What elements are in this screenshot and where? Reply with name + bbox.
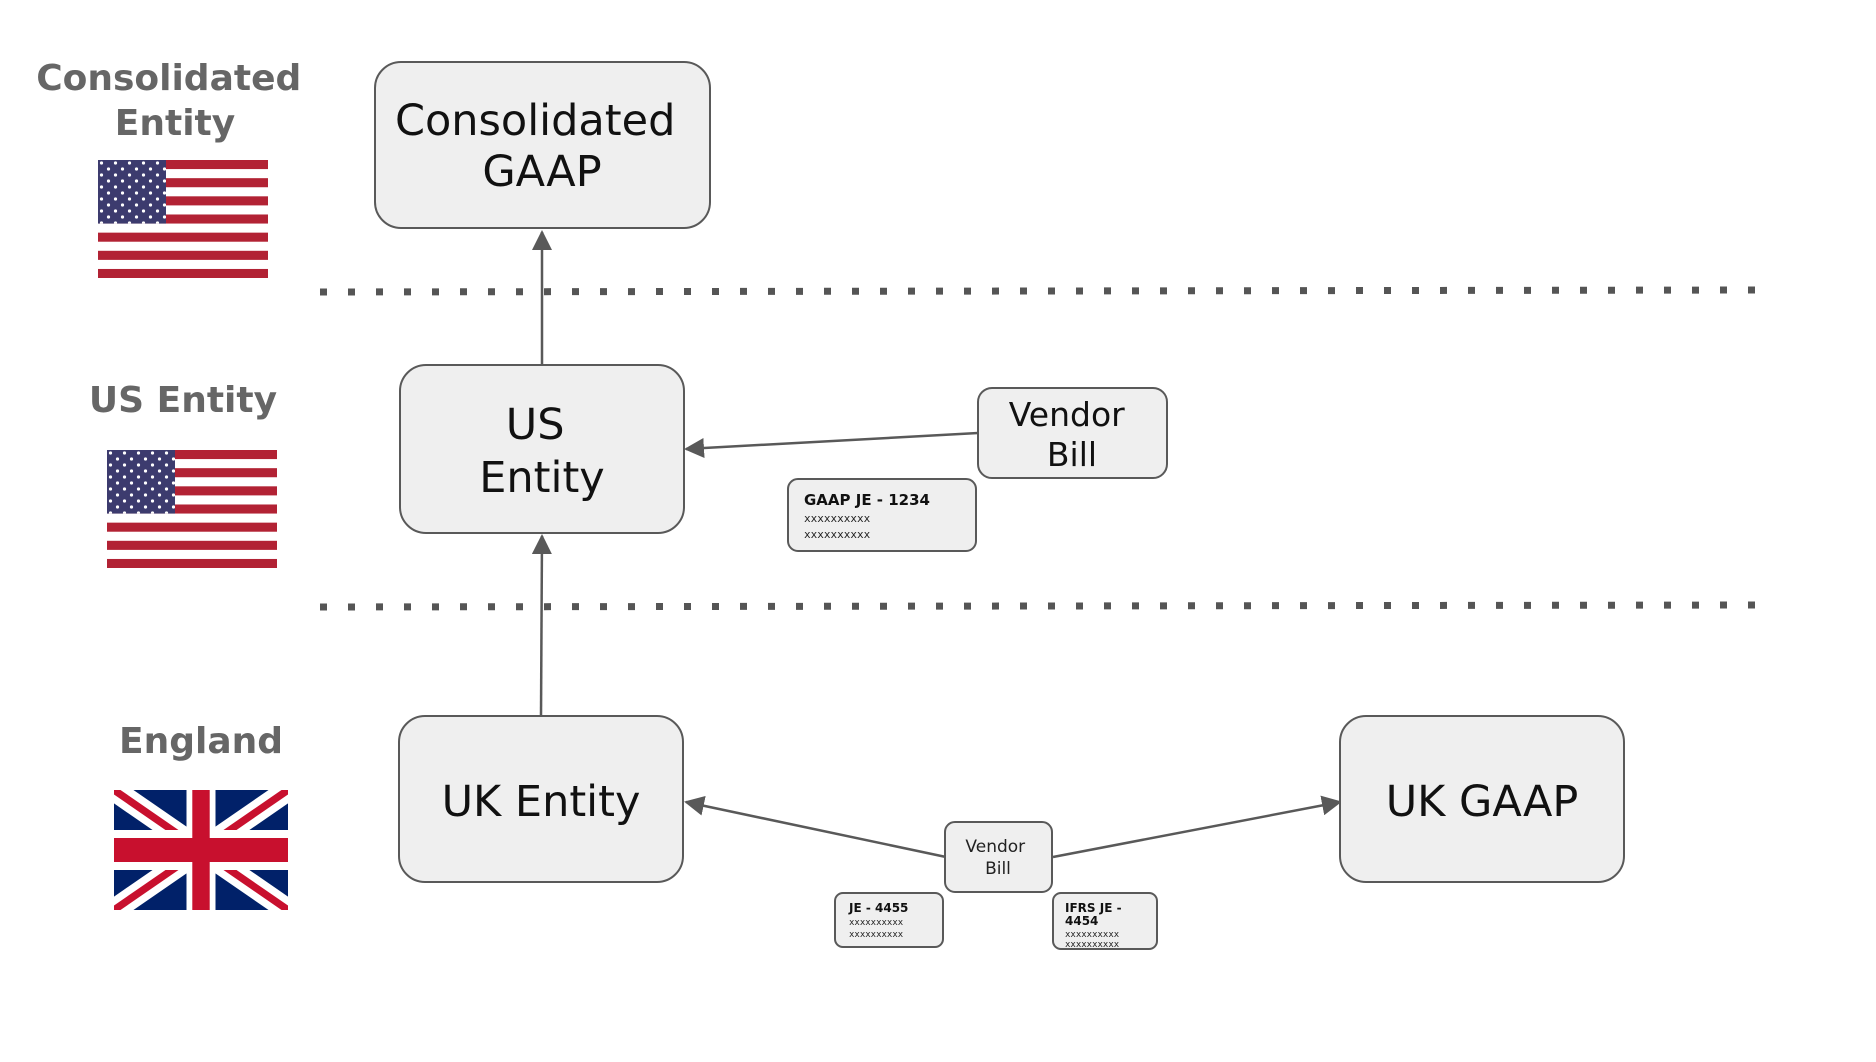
tier-divider-top xyxy=(319,286,1761,296)
journal-entry-title: JE - 4455 xyxy=(848,901,908,915)
journal-entry-details: xxxxxxxxxx xxxxxxxxxx xyxy=(849,918,909,940)
arrow-vendor-bill-to-us-entity xyxy=(684,431,979,459)
node-vendor-bill-uk[interactable]: Vendor Bill xyxy=(944,821,1053,893)
us-flag-icon xyxy=(107,450,277,568)
journal-entry-title: IFRS JE - 4454 xyxy=(1065,901,1126,928)
node-uk-entity-label: UK Entity xyxy=(442,777,641,827)
node-vendor-bill-uk-label: Vendor Bill xyxy=(965,837,1030,879)
uk-flag-icon xyxy=(114,790,288,910)
arrow-vendor-bill-to-uk-entity xyxy=(684,795,947,859)
journal-entry-title: GAAP JE - 1234 xyxy=(804,491,930,509)
tier-label-england: England xyxy=(119,721,283,762)
arrow-uk-entity-to-us-entity xyxy=(531,534,552,716)
node-consolidated-gaap[interactable]: Consolidated GAAP xyxy=(374,61,711,229)
node-us-entity[interactable]: US Entity xyxy=(399,364,685,534)
tier-divider-bottom xyxy=(319,601,1761,611)
node-uk-entity[interactable]: UK Entity xyxy=(398,715,684,883)
node-uk-gaap[interactable]: UK GAAP xyxy=(1339,715,1625,883)
arrow-vendor-bill-to-uk-gaap xyxy=(1052,795,1342,859)
node-vendor-bill-us[interactable]: Vendor Bill xyxy=(977,387,1168,479)
us-flag-icon xyxy=(98,160,268,278)
tier-label-consolidated: Consolidated Entity xyxy=(36,58,314,144)
journal-entry-details: xxxxxxxxxx xxxxxxxxxx xyxy=(804,512,877,541)
journal-entry-card-ifrs[interactable]: IFRS JE - 4454 xxxxxxxxxx xxxxxxxxxx xyxy=(1052,892,1158,950)
node-us-entity-label: US Entity xyxy=(479,400,605,503)
tier-label-us-entity: US Entity xyxy=(89,380,277,421)
node-consolidated-gaap-label: Consolidated GAAP xyxy=(395,96,689,197)
journal-entry-card-uk[interactable]: JE - 4455 xxxxxxxxxx xxxxxxxxxx xyxy=(834,892,944,948)
node-uk-gaap-label: UK GAAP xyxy=(1386,777,1579,827)
journal-entry-card-gaap[interactable]: GAAP JE - 1234 xxxxxxxxxx xxxxxxxxxx xyxy=(787,478,977,552)
node-vendor-bill-us-label: Vendor Bill xyxy=(1009,395,1135,474)
journal-entry-details: xxxxxxxxxx xxxxxxxxxx xyxy=(1065,930,1125,950)
